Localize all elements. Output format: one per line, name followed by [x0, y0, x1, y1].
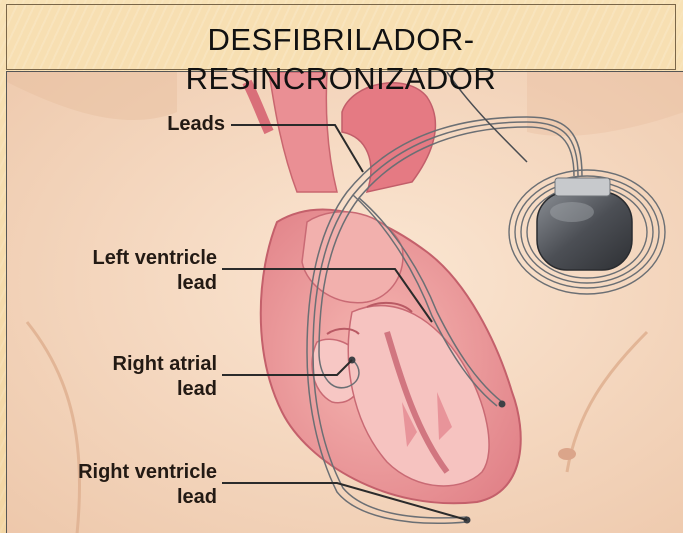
label-lv-lead: Left ventricle lead — [27, 246, 217, 296]
label-rv-line-1: Right ventricle — [17, 460, 217, 485]
heart-device-illustration: Leads Left ventricle lead Right atrial l… — [6, 71, 683, 533]
label-lv-line-1: Left ventricle — [27, 246, 217, 271]
label-lv-line-2: lead — [27, 271, 217, 296]
slide-title: DESFIBRILADOR- RESINCRONIZADOR — [6, 20, 676, 98]
label-rv-lead: Right ventricle lead — [17, 460, 217, 510]
title-line-2: RESINCRONIZADOR — [6, 59, 676, 98]
title-line-1: DESFIBRILADOR- — [6, 20, 676, 59]
label-ra-line-2: lead — [27, 377, 217, 402]
label-ra-lead: Right atrial lead — [27, 352, 217, 402]
label-leads: Leads — [125, 112, 225, 137]
device-header — [555, 178, 610, 196]
label-ra-line-1: Right atrial — [27, 352, 217, 377]
label-rv-line-2: lead — [17, 485, 217, 510]
pacemaker-device — [537, 192, 632, 270]
lv-lead-tip — [499, 401, 506, 408]
device-highlight — [550, 202, 594, 222]
nipple — [558, 448, 576, 460]
